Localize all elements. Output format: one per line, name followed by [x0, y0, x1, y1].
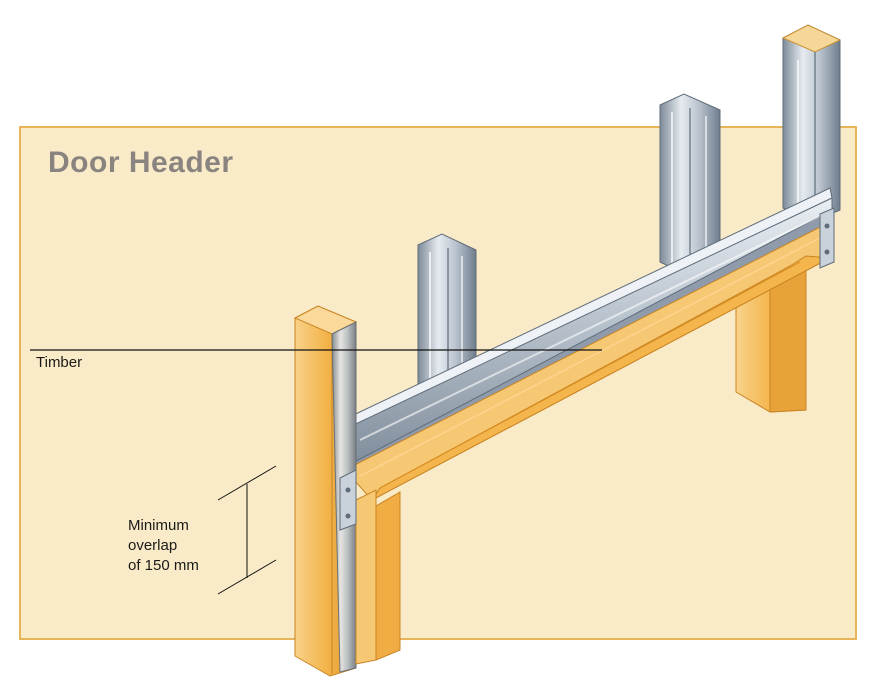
- overlap-label-line2: overlap: [128, 537, 178, 554]
- steel-stud-right: [781, 24, 842, 223]
- overlap-label-line3: of 150 mm: [128, 557, 199, 574]
- timber-jamb-left: [355, 489, 401, 665]
- diagram-title: Door Header: [48, 146, 234, 179]
- overlap-dimension: [217, 465, 277, 595]
- overlap-label-line1: Minimum: [128, 517, 189, 534]
- overlap-label: Minimum overlap of 150 mm: [128, 516, 199, 576]
- bracket-left: [339, 469, 357, 531]
- timber-label: Timber: [36, 354, 83, 371]
- bracket-right: [819, 207, 835, 269]
- timber-header: [344, 221, 832, 501]
- steel-stud-middle: [659, 93, 721, 277]
